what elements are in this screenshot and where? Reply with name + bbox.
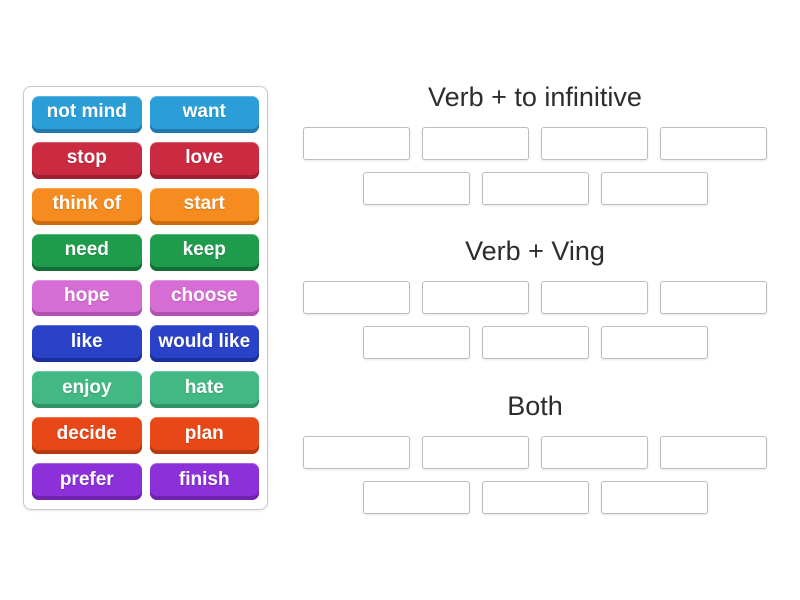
word-tile-hope[interactable]: hope [32, 279, 142, 317]
drop-slot[interactable] [303, 127, 410, 160]
word-tile-not-mind[interactable]: not mind [32, 96, 142, 133]
word-tile-think-of[interactable]: think of [32, 187, 142, 225]
word-tile-decide[interactable]: decide [32, 417, 142, 455]
drop-slot[interactable] [362, 481, 470, 514]
category-title: Verb + to infinitive [428, 82, 642, 112]
category-group-verb-ving: Verb + Ving [303, 236, 767, 371]
category-group-verb-to-infinitive: Verb + to infinitive [303, 82, 767, 217]
drop-slot[interactable] [303, 281, 410, 314]
slot-row [303, 326, 767, 359]
category-title: Both [507, 391, 563, 421]
word-tile-keep[interactable]: keep [149, 233, 259, 271]
drop-slot[interactable] [660, 127, 767, 160]
drop-slot[interactable] [660, 281, 767, 314]
drop-slot[interactable] [541, 436, 648, 469]
slot-row [303, 127, 767, 160]
word-tile-finish[interactable]: finish [149, 463, 259, 500]
drop-slot[interactable] [422, 436, 529, 469]
word-tile-hate[interactable]: hate [149, 371, 259, 409]
drop-slot[interactable] [541, 281, 648, 314]
word-tile-start[interactable]: start [149, 187, 259, 225]
word-tile-enjoy[interactable]: enjoy [32, 371, 142, 409]
drop-slot[interactable] [362, 172, 470, 205]
drop-slot[interactable] [362, 326, 470, 359]
drop-slot[interactable] [481, 326, 589, 359]
word-tile-want[interactable]: want [149, 96, 259, 133]
word-tile-need[interactable]: need [32, 233, 142, 271]
word-tile-plan[interactable]: plan [149, 417, 259, 455]
drop-slot[interactable] [422, 281, 529, 314]
slot-row [303, 172, 767, 205]
word-tile-stop[interactable]: stop [32, 141, 142, 179]
slot-row [303, 281, 767, 314]
drop-slot[interactable] [660, 436, 767, 469]
drop-slot[interactable] [541, 127, 648, 160]
category-group-both: Both [303, 391, 767, 526]
slot-row [303, 436, 767, 469]
drop-slot[interactable] [303, 436, 410, 469]
drop-slot[interactable] [481, 481, 589, 514]
word-tile-would-like[interactable]: would like [149, 325, 259, 363]
word-tile-choose[interactable]: choose [149, 279, 259, 317]
word-tile-like[interactable]: like [32, 325, 142, 363]
drop-slot[interactable] [600, 172, 708, 205]
category-title: Verb + Ving [465, 236, 605, 266]
drop-slot[interactable] [600, 481, 708, 514]
word-tile-prefer[interactable]: prefer [32, 463, 142, 500]
slot-row [303, 481, 767, 514]
word-tile-love[interactable]: love [149, 141, 259, 179]
drop-slot[interactable] [422, 127, 529, 160]
drop-slot[interactable] [600, 326, 708, 359]
drop-slot[interactable] [481, 172, 589, 205]
